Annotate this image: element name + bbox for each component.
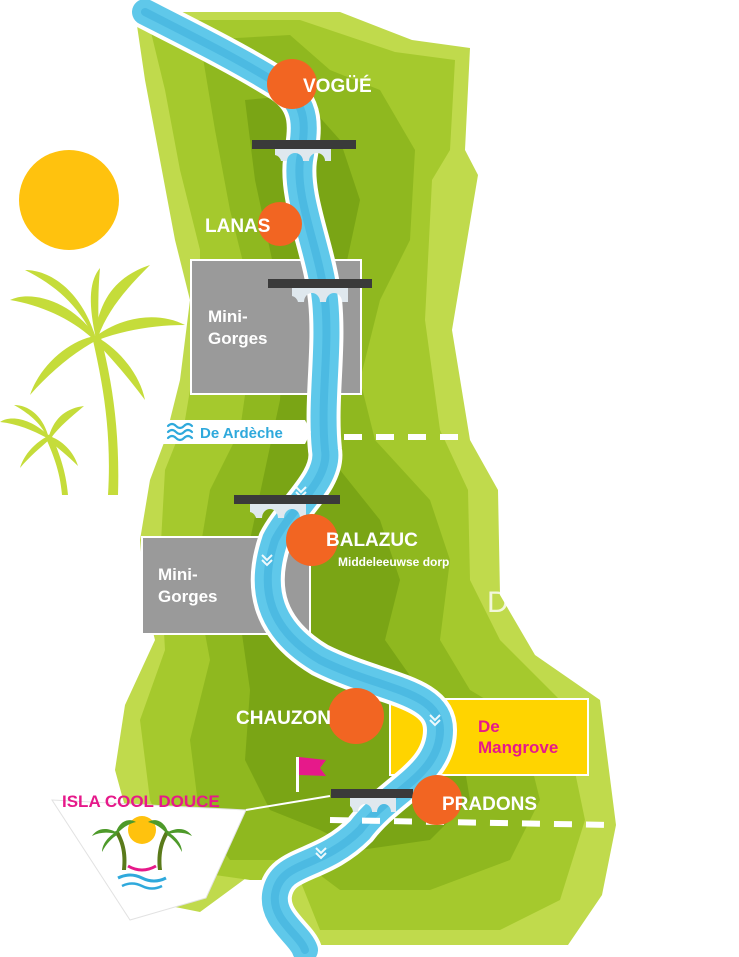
town-chauzon: CHAUZON <box>236 688 384 744</box>
bridge-2 <box>268 279 372 302</box>
town-balazuc-label: BALAZUC <box>326 530 418 551</box>
river-label: De Ardèche <box>200 425 283 442</box>
river-label-tag: De Ardèche <box>160 420 311 444</box>
mangrove-label-line1: De <box>478 717 500 736</box>
town-pradons: PRADONS <box>412 775 537 825</box>
isla-title: ISLA COOL DOUCE <box>62 792 220 811</box>
town-pradons-label: PRADONS <box>442 794 537 815</box>
town-vogue: VOGÜÉ <box>267 59 372 109</box>
isla-logo-icon <box>92 816 192 890</box>
bridge-icon <box>234 140 413 812</box>
bridge-4 <box>331 789 413 812</box>
bridge-3 <box>234 495 340 518</box>
town-chauzon-label: CHAUZON <box>236 708 331 729</box>
waves-icon <box>166 422 194 442</box>
flag-icon <box>296 757 326 792</box>
mini-gorges-label-1-line2: Gorges <box>208 329 268 348</box>
palm-tree-icon <box>0 265 185 495</box>
region-letter: D <box>487 586 509 619</box>
mini-gorges-label-2-line1: Mini- <box>158 565 198 584</box>
town-lanas-label: LANAS <box>205 216 270 237</box>
town-vogue-label: VOGÜÉ <box>303 75 372 97</box>
bridge-1 <box>252 140 356 161</box>
sun-icon <box>19 150 119 250</box>
town-lanas: LANAS <box>205 202 302 246</box>
mini-gorges-label-1-line1: Mini- <box>208 307 248 326</box>
town-balazuc-subtitle: Middeleeuwse dorp <box>338 555 449 569</box>
river-ardeche <box>128 0 457 957</box>
town-balazuc: BALAZUC Middeleeuwse dorp <box>286 514 449 569</box>
isla-card: ISLA COOL DOUCE <box>51 792 331 921</box>
road-dashed <box>329 434 613 828</box>
mangrove-label-line2: Mangrove <box>478 738 558 757</box>
mini-gorges-label-2-line2: Gorges <box>158 587 218 606</box>
